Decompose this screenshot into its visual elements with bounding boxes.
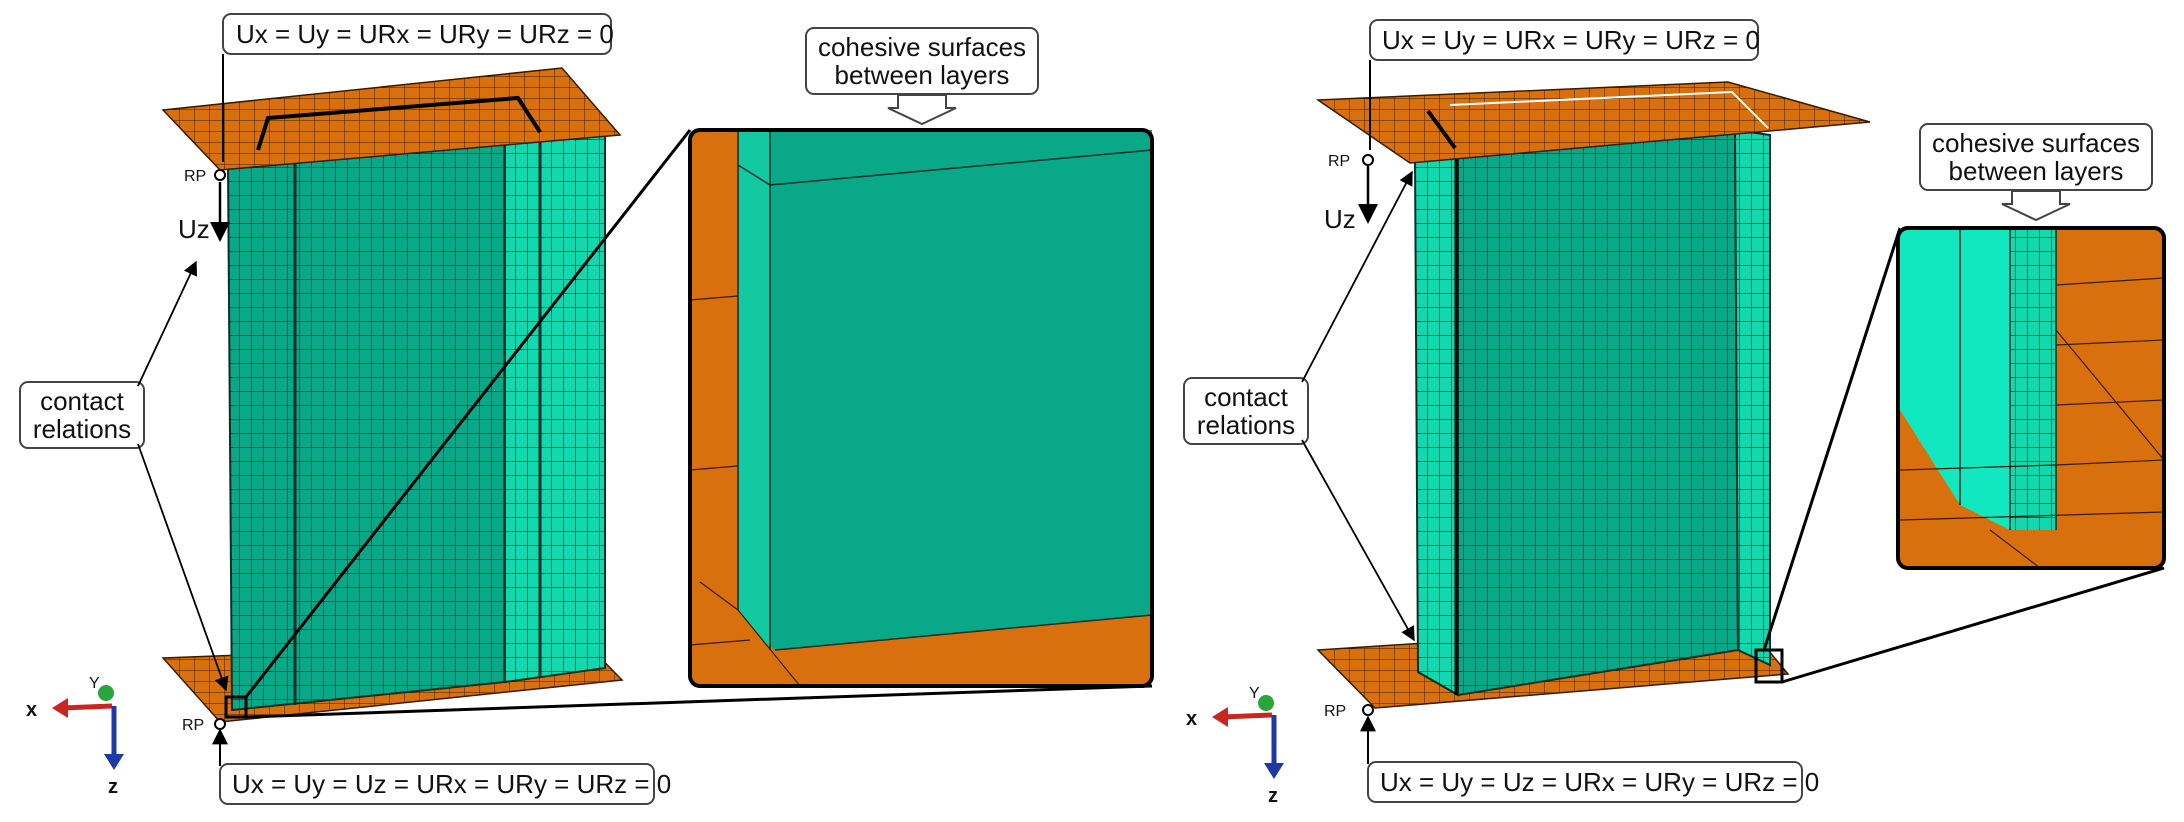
right-panel: cohesive surfaces between layers Ux = Uy…	[1183, 19, 2166, 807]
right-zoom-marker	[1754, 648, 1784, 684]
right-cohesive-line1: cohesive surfaces	[1932, 128, 2140, 158]
right-bottom-bc-text: Ux = Uy = Uz = URx = URy = URz = 0	[1380, 767, 1819, 797]
left-cohesive-line2: between layers	[835, 60, 1010, 90]
right-rp-top-point	[1362, 154, 1374, 166]
right-axis-y-label: Y	[1249, 685, 1260, 702]
right-specimen-face	[1457, 128, 1740, 697]
right-uz: Uz	[1324, 204, 1356, 234]
left-specimen-flange	[504, 126, 606, 684]
right-contact-label: contact relations	[1183, 170, 1415, 642]
right-axis-triad: x Y z	[1186, 685, 1284, 807]
right-top-bc-text: Ux = Uy = URx = URy = URz = 0	[1382, 25, 1760, 55]
right-specimen-left-web	[1413, 150, 1459, 697]
left-axis-triad: x Y z	[26, 675, 124, 798]
right-contact-line1: contact	[1204, 382, 1289, 412]
left-rp-top: RP	[184, 168, 206, 185]
right-axis-x-label: x	[1186, 708, 1197, 730]
right-rp-bottom: RP	[1324, 703, 1346, 720]
left-axis-z-label: z	[108, 776, 118, 798]
left-cohesive-label: cohesive surfaces between layers	[805, 27, 1039, 126]
left-axis-y-label: Y	[89, 675, 100, 692]
right-top-plate	[1315, 81, 1871, 164]
left-top-plate	[161, 67, 622, 171]
left-contact-label: contact relations	[19, 260, 229, 692]
left-rp-bottom: RP	[182, 717, 204, 734]
left-top-bc-text: Ux = Uy = URx = URy = URz = 0	[236, 19, 614, 49]
left-axis-x-label: x	[26, 699, 37, 721]
right-top-bc: Ux = Uy = URx = URy = URz = 0	[1369, 19, 1760, 150]
left-bottom-bc-text: Ux = Uy = Uz = URx = URy = URz = 0	[232, 769, 671, 799]
left-panel: cohesive surfaces between layers Ux = Uy…	[19, 13, 1154, 805]
left-rp-top-point	[214, 169, 226, 181]
right-bottom-bc: Ux = Uy = Uz = URx = URy = URz = 0	[1367, 761, 1819, 803]
right-contact-line2: relations	[1197, 410, 1295, 440]
left-cohesive-line1: cohesive surfaces	[818, 32, 1026, 62]
right-rp-bottom-point	[1362, 704, 1374, 716]
right-rp-top: RP	[1328, 153, 1350, 170]
left-specimen-face	[226, 140, 506, 712]
left-contact-line2: relations	[33, 414, 131, 444]
left-zoom-window	[688, 128, 1154, 688]
right-cohesive-label: cohesive surfaces between layers	[1919, 123, 2153, 222]
left-bottom-bc: Ux = Uy = Uz = URx = URy = URz = 0	[219, 763, 671, 805]
right-zoom-window	[1896, 226, 2166, 570]
left-contact-line1: contact	[40, 386, 125, 416]
right-specimen-right-web	[1733, 128, 1771, 667]
right-axis-z-label: z	[1268, 785, 1278, 807]
left-zoom-marker	[224, 695, 248, 719]
left-rp-bottom-point	[214, 718, 226, 730]
left-top-bc: Ux = Uy = URx = URy = URz = 0	[222, 13, 614, 162]
left-uz: Uz	[178, 214, 210, 244]
right-cohesive-line2: between layers	[1949, 156, 2124, 186]
